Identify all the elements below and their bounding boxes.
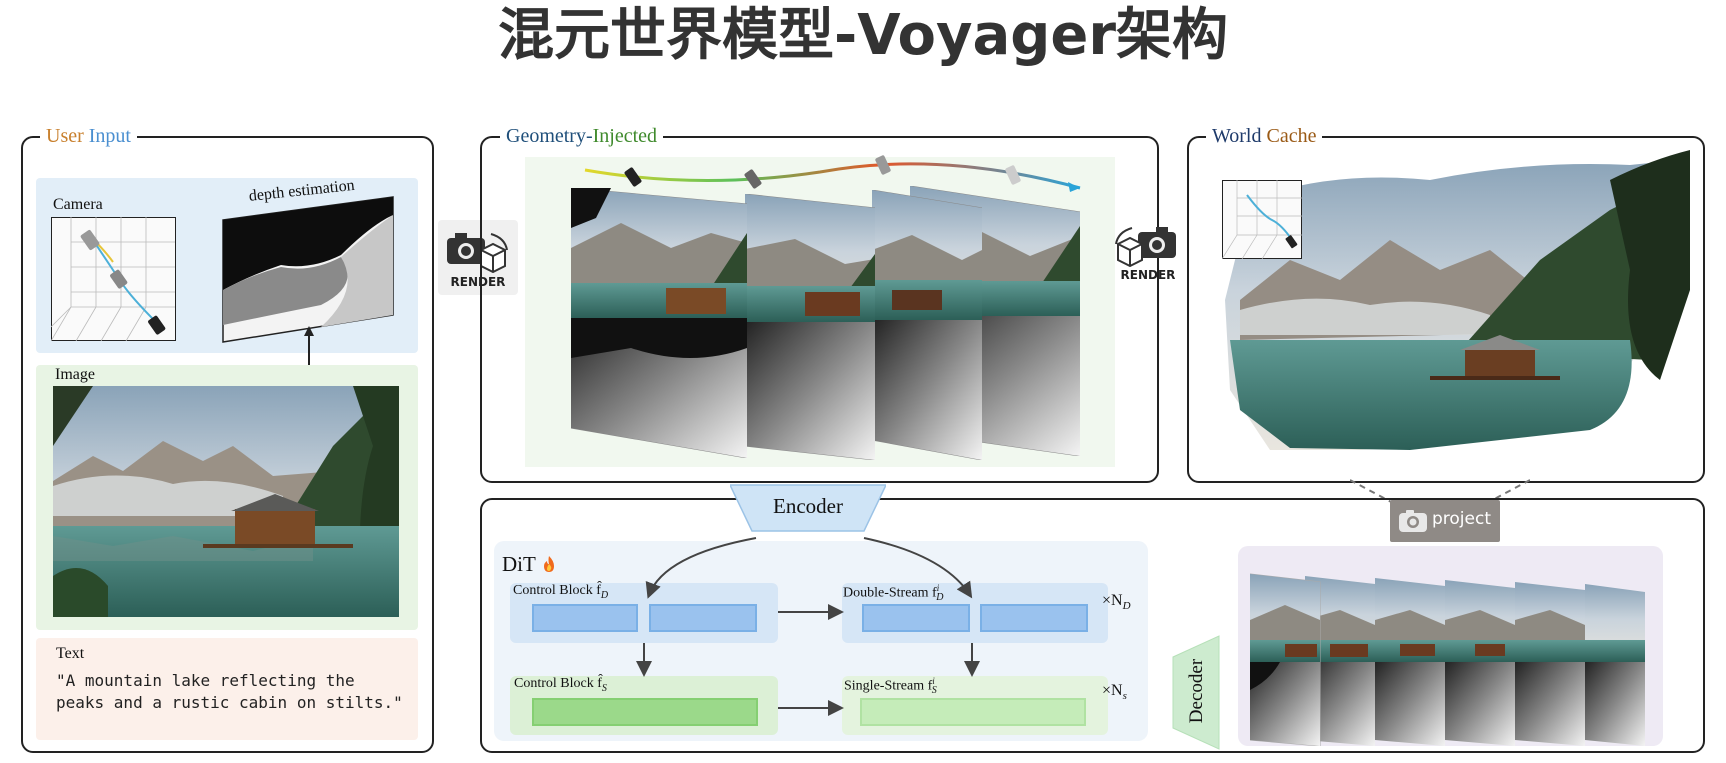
project-button: project — [1390, 500, 1500, 542]
image-label: Image — [55, 366, 95, 383]
camera-render-icon-right — [1115, 227, 1176, 267]
control-block-d-cell-1 — [532, 604, 638, 632]
project-label: project — [1432, 509, 1492, 529]
control-block-d-cell-2 — [649, 604, 757, 632]
model-panel — [480, 498, 1705, 753]
output-frames — [1250, 573, 1645, 746]
control-block-d-label: Control Block f̂D — [513, 583, 609, 601]
geometry-injected-panel — [480, 136, 1159, 483]
single-stream-cell — [860, 698, 1086, 726]
world-cache-point-cloud — [1225, 150, 1690, 450]
decoder-block — [1172, 635, 1220, 750]
dit-title: DiT — [502, 552, 557, 577]
encoder-block — [730, 484, 886, 532]
control-block-s-label: Control Block f̂S — [514, 676, 607, 694]
nd-repeat-label: ×ND — [1102, 592, 1131, 613]
prompt-line-1: "A mountain lake reflecting the — [56, 671, 355, 690]
user-input-panel — [21, 136, 434, 753]
encoder-label: Encoder — [773, 494, 843, 518]
render-right-label: RENDER — [1120, 268, 1176, 282]
world-cache-title: World Cache — [1206, 125, 1323, 147]
geometry-frame-3 — [872, 190, 982, 460]
geometry-frame-1 — [571, 188, 747, 458]
camera-render-icon — [447, 233, 508, 273]
page-title: 混元世界模型-Voyager架构 — [498, 3, 1228, 68]
lake-photo — [53, 386, 399, 617]
double-stream-cell-2 — [980, 604, 1088, 632]
double-stream-cell-1 — [862, 604, 970, 632]
ns-repeat-label: ×Ns — [1102, 682, 1127, 703]
geometry-injected-title: Geometry-Injected — [500, 125, 664, 147]
single-stream-label: Single-Stream fiS — [844, 676, 937, 697]
world-cache-panel — [1187, 136, 1705, 483]
fire-icon — [543, 556, 554, 572]
projection-lines — [1350, 479, 1530, 505]
geometry-frame-2 — [745, 194, 875, 460]
prompt-line-2: peaks and a rustic cabin on stilts." — [56, 693, 403, 712]
user-input-title: User Input — [40, 125, 137, 147]
camera-trajectory-path — [584, 155, 1081, 192]
camera-label: Camera — [53, 196, 103, 213]
render-left-label: RENDER — [450, 275, 506, 289]
double-stream-label: Double-Stream fiD — [843, 583, 944, 604]
control-block-s-cell — [532, 698, 758, 726]
world-cache-camera-inset — [1222, 180, 1302, 259]
camera-trajectory-cube — [51, 217, 176, 341]
dit-arrows — [636, 537, 980, 716]
text-section — [36, 638, 418, 740]
depth-map-image — [222, 196, 394, 343]
camera-project-icon — [1399, 510, 1427, 532]
decoder-label: Decoder — [1186, 658, 1207, 724]
text-label: Text — [56, 645, 85, 662]
